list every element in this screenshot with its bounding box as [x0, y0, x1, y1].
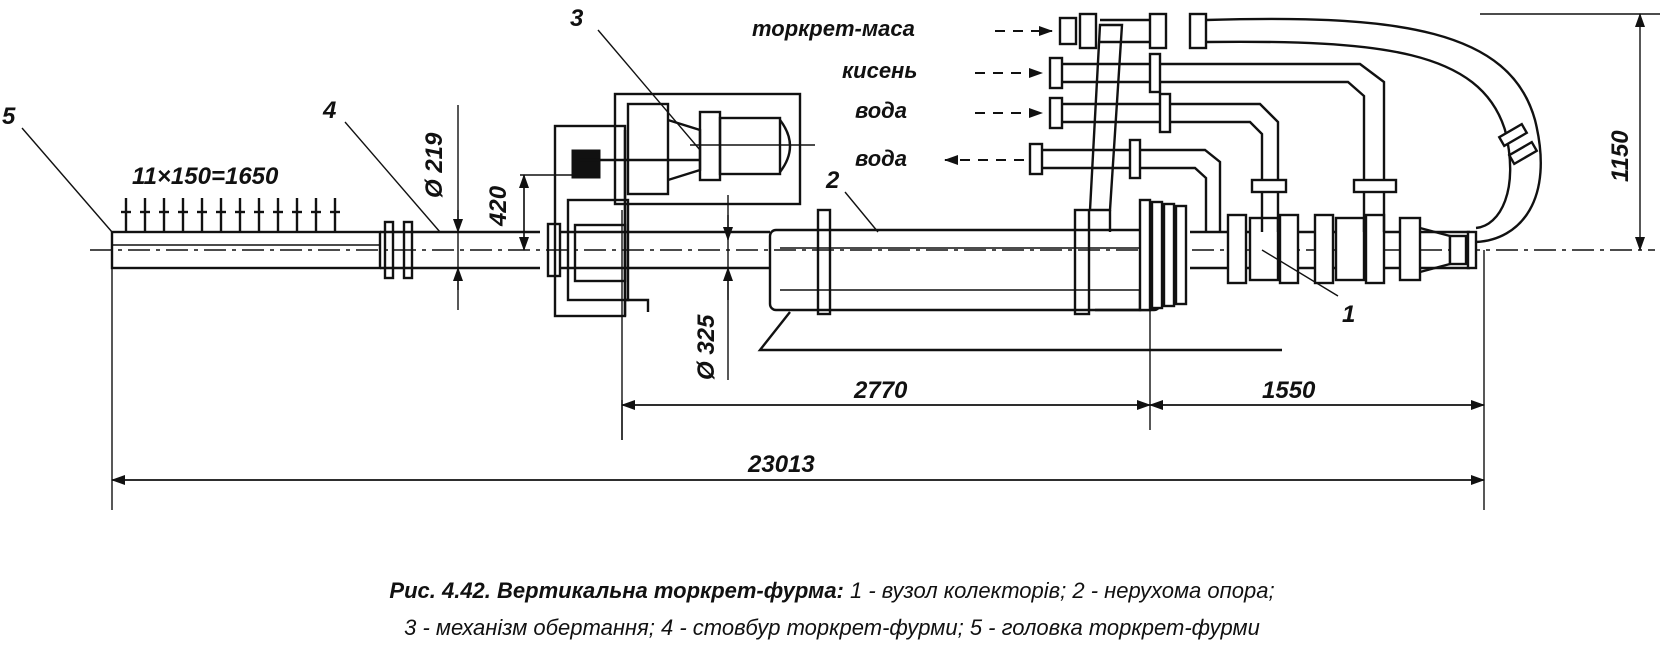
caption-title: Рис. 4.42. Вертикальна торкрет-фурма: [389, 578, 844, 603]
callout-5: 5 [2, 103, 16, 130]
flange-stack [1138, 198, 1188, 312]
callout-1: 1 [1342, 301, 1355, 328]
supply-column [1088, 23, 1124, 232]
callout-4: 4 [322, 97, 336, 124]
rotation-mechanism [553, 92, 815, 318]
caption-line-2: 3 - механізм обертання; 4 - стовбур торк… [404, 615, 1260, 640]
flow-label-water-out: вода [855, 146, 907, 171]
dimension-1150-label: 1150 [1607, 130, 1634, 182]
dimension-1550-label: 1550 [1262, 377, 1316, 404]
callout-2: 2 [825, 167, 840, 194]
nozzle-row [121, 198, 340, 232]
dimension-d325-label: Ø 325 [693, 314, 720, 380]
callout-3: 3 [570, 5, 584, 32]
fixed-support [757, 208, 1282, 352]
flow-label-oxygen: кисень [842, 58, 917, 83]
dimension-1150 [1480, 13, 1660, 251]
caption-line-1: Рис. 4.42. Вертикальна торкрет-фурма: 1 … [0, 572, 1664, 609]
dimension-nozzle-pitch-label: 11×150=1650 [132, 163, 279, 190]
flow-label-gunning-mass: торкрет-маса [752, 16, 915, 41]
dimension-2770-label: 2770 [853, 377, 908, 404]
dimension-d219-label: Ø 219 [421, 132, 448, 198]
flow-label-water-in: вода [855, 98, 907, 123]
caption-line-1-rest: 1 - вузол колекторів; 2 - нерухома опора… [843, 578, 1275, 603]
flow-arrows [944, 26, 1053, 165]
supply-pipes [1028, 12, 1542, 244]
dimension-420-label: 420 [485, 185, 512, 227]
dimension-total-label: 23013 [747, 451, 815, 478]
dimensions-horizontal [111, 250, 1485, 510]
lance-head [110, 198, 382, 270]
manifold-assembly [1190, 213, 1478, 285]
leader-lines [21, 29, 1339, 297]
figure-caption: Рис. 4.42. Вертикальна торкрет-фурма: 1 … [0, 572, 1664, 646]
